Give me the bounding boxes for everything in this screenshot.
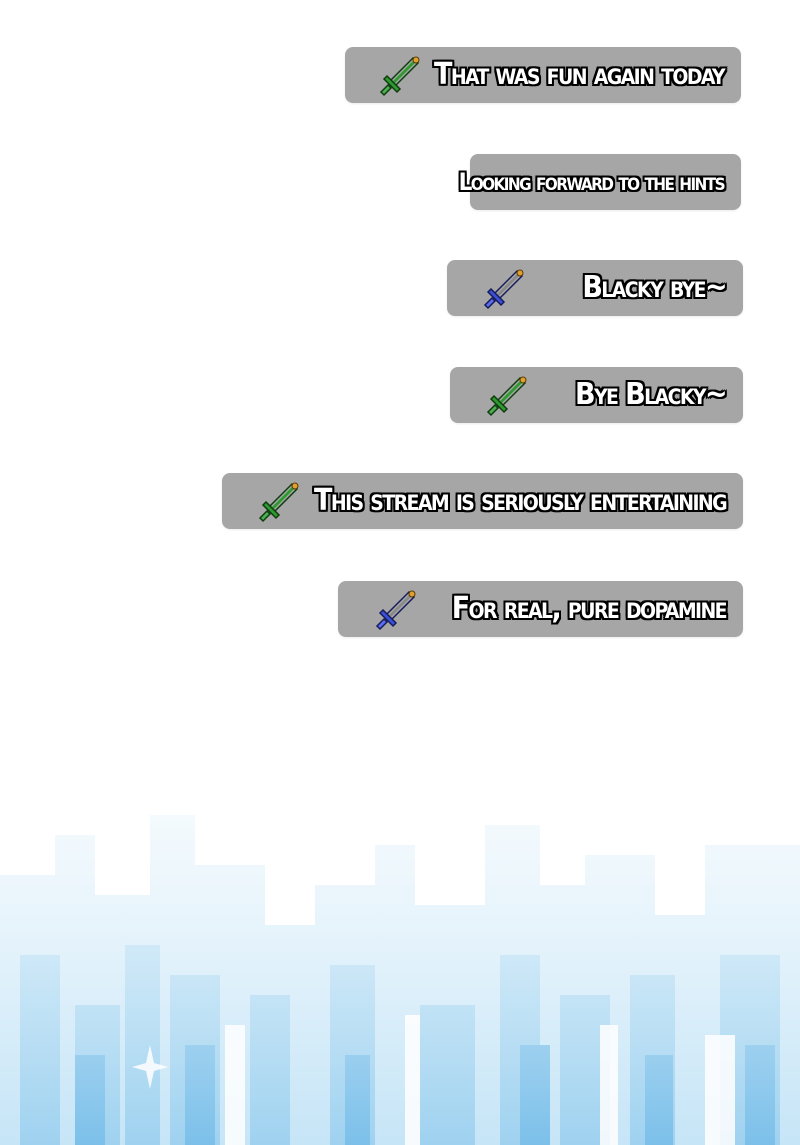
blue-sword-icon <box>482 265 528 311</box>
chat-message-text: For real, pure dopamine <box>451 591 728 626</box>
chat-message: Blacky bye~ <box>447 260 743 316</box>
chat-message: That was fun again today <box>345 47 741 103</box>
chat-message-text: Blacky bye~ <box>582 270 727 305</box>
green-sword-icon <box>378 52 424 98</box>
chat-feed: That was fun again today Looking forward… <box>222 47 743 637</box>
chat-message: For real, pure dopamine <box>338 581 743 637</box>
chat-message-text: This stream is seriously entertaining <box>314 483 728 518</box>
green-sword-icon <box>257 478 303 524</box>
chat-message-text: That was fun again today <box>434 57 726 92</box>
city-skyline-background <box>0 725 800 1145</box>
chat-message: Bye Blacky~ <box>450 367 743 423</box>
blue-sword-icon <box>374 586 420 632</box>
chat-message-text: Looking forward to the hints <box>458 168 726 196</box>
green-sword-icon <box>485 372 531 418</box>
chat-message-text: Bye Blacky~ <box>575 377 728 412</box>
chat-message: This stream is seriously entertaining <box>222 473 743 529</box>
chat-message: Looking forward to the hints <box>459 154 741 210</box>
